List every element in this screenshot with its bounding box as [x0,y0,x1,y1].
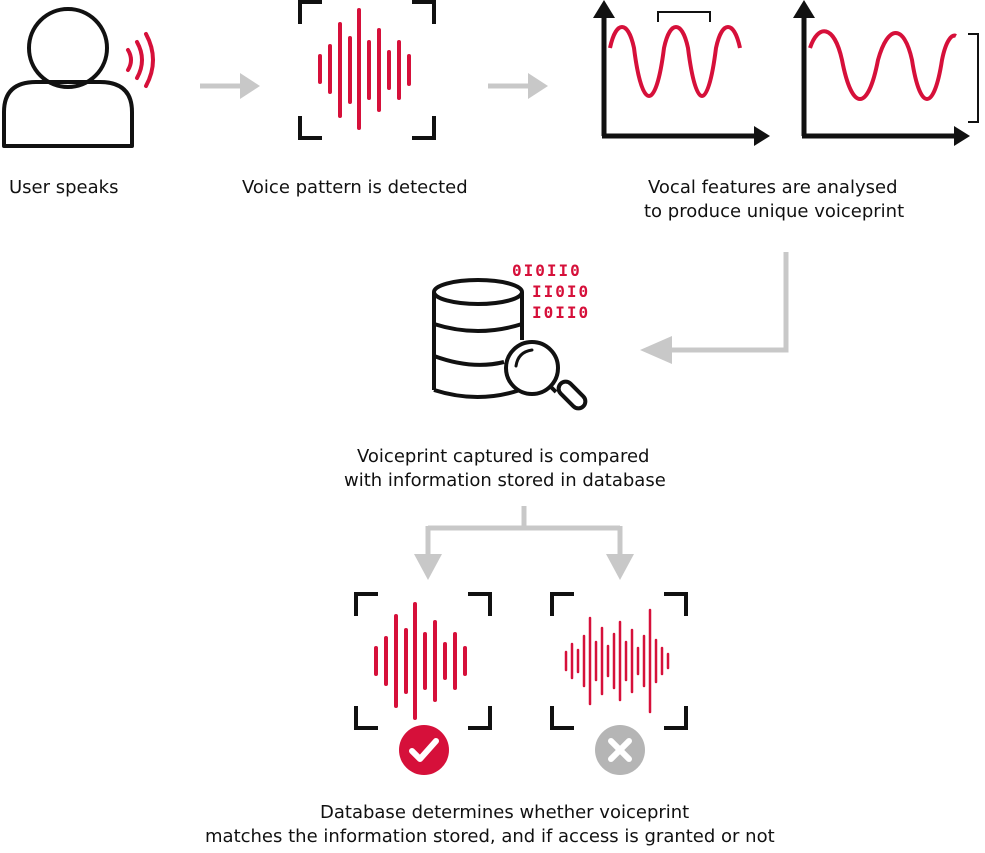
caption-compare-line1: Voiceprint captured is compared [357,446,650,467]
caption-result-line2: matches the information stored, and if a… [205,826,775,847]
caption-features-line2: to produce unique voiceprint [644,201,905,222]
check-icon [399,725,449,775]
voice-pattern-icon [298,0,436,140]
database-search-icon [432,278,588,411]
arrow-right-icon [488,73,548,99]
arrow-right-icon [200,73,260,99]
cross-icon [595,725,645,775]
user-speaking-icon [2,7,155,148]
voice-nomatch-pattern-icon [550,592,688,730]
arrow-left-connector-icon [640,252,789,364]
caption-result-line1: Database determines whether voiceprint [320,802,690,823]
caption-voice-detected: Voice pattern is detected [242,177,468,198]
split-arrows-icon [414,506,634,580]
caption-compare-line2: with information stored in database [344,470,666,491]
caption-user-speaks: User speaks [9,177,119,198]
binary-line-1: 0I0II0 [512,261,582,280]
binary-line-2: II0I0 [532,282,591,301]
binary-line-3: I0II0 [532,303,591,322]
binary-code: 0I0II0 II0I0 I0II0 [512,260,590,323]
voice-match-pattern-icon [354,592,492,730]
caption-features-line1: Vocal features are analysed [648,177,898,198]
wave-analysis-icon [593,0,979,146]
